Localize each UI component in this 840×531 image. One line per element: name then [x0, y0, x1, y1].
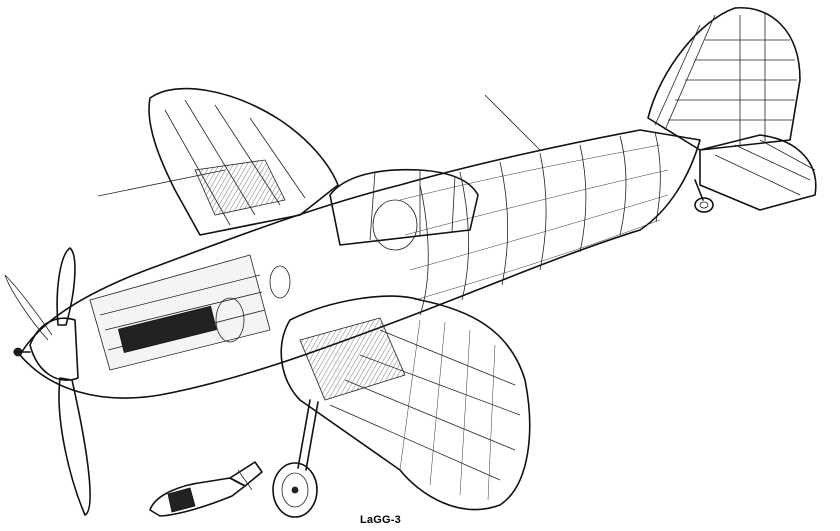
- main-landing-gear: [272, 399, 319, 518]
- fuselage: [19, 129, 701, 399]
- figure-caption: LaGG-3: [360, 514, 401, 526]
- far-wing: [148, 87, 339, 236]
- vertical-tail: [647, 7, 801, 151]
- tail-wheel: [694, 179, 714, 213]
- antenna-wire: [97, 94, 541, 197]
- bomb: [149, 461, 263, 517]
- propeller: [4, 247, 91, 516]
- engine: [89, 254, 291, 371]
- cockpit-canopy: [329, 168, 479, 251]
- horizontal-tailplane: [699, 134, 817, 211]
- near-wing: [280, 295, 531, 511]
